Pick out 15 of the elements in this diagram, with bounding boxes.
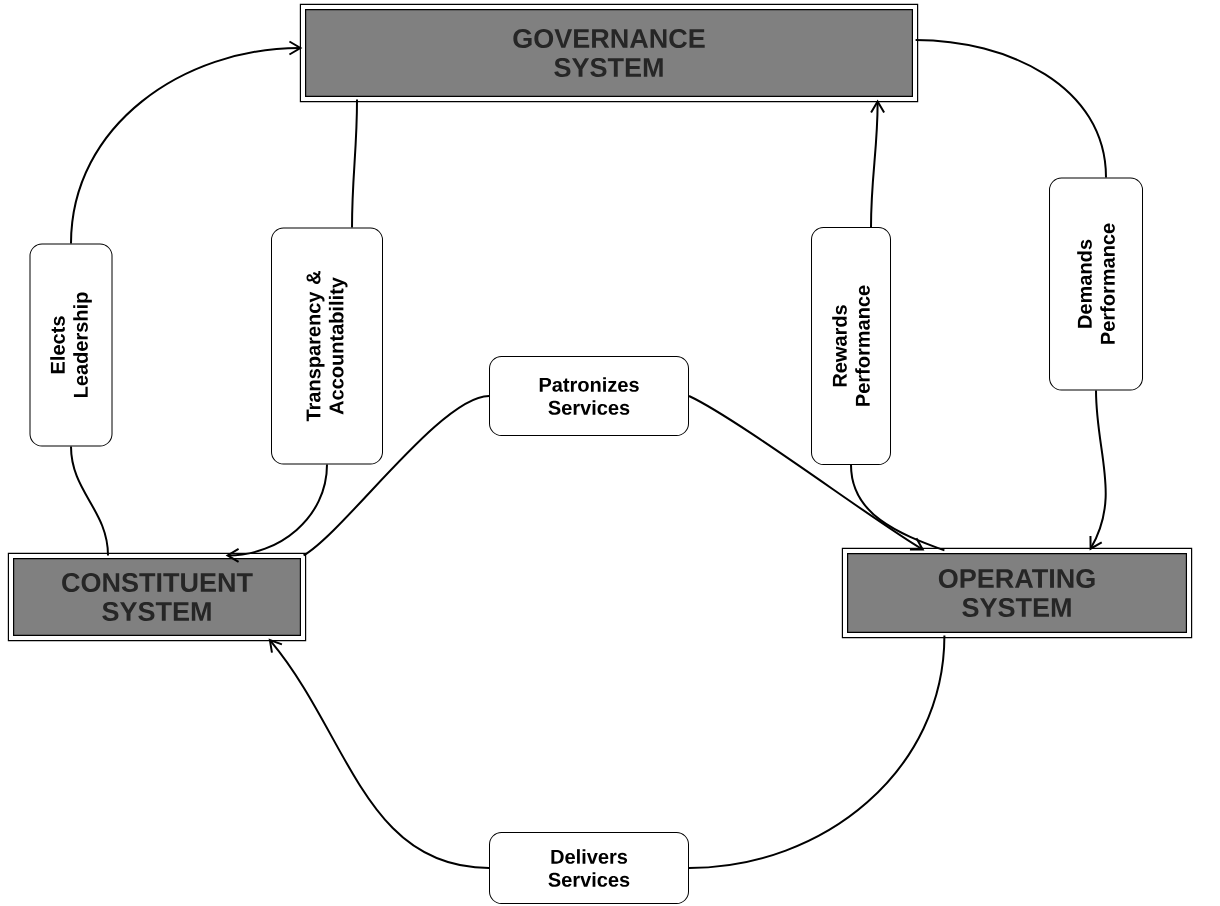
arrow xyxy=(1089,389,1107,551)
arrow xyxy=(70,40,303,245)
system-box: GOVERNANCE SYSTEM xyxy=(299,3,919,103)
arrow xyxy=(688,395,925,551)
system-box: OPERATING SYSTEM xyxy=(841,547,1193,639)
label-box: Patronizes Services xyxy=(489,356,689,436)
system-box: CONSTITUENT SYSTEM xyxy=(7,552,307,642)
label-box: Elects Leadership xyxy=(29,243,113,447)
label-box: Demands Performance xyxy=(1049,177,1143,391)
arrow xyxy=(225,463,328,563)
label-box: Transparency & Accountability xyxy=(271,227,383,465)
arrow xyxy=(870,99,886,228)
arrow xyxy=(268,638,490,869)
label-box: Delivers Services xyxy=(489,832,689,904)
label-box: Rewards Performance xyxy=(811,227,891,465)
